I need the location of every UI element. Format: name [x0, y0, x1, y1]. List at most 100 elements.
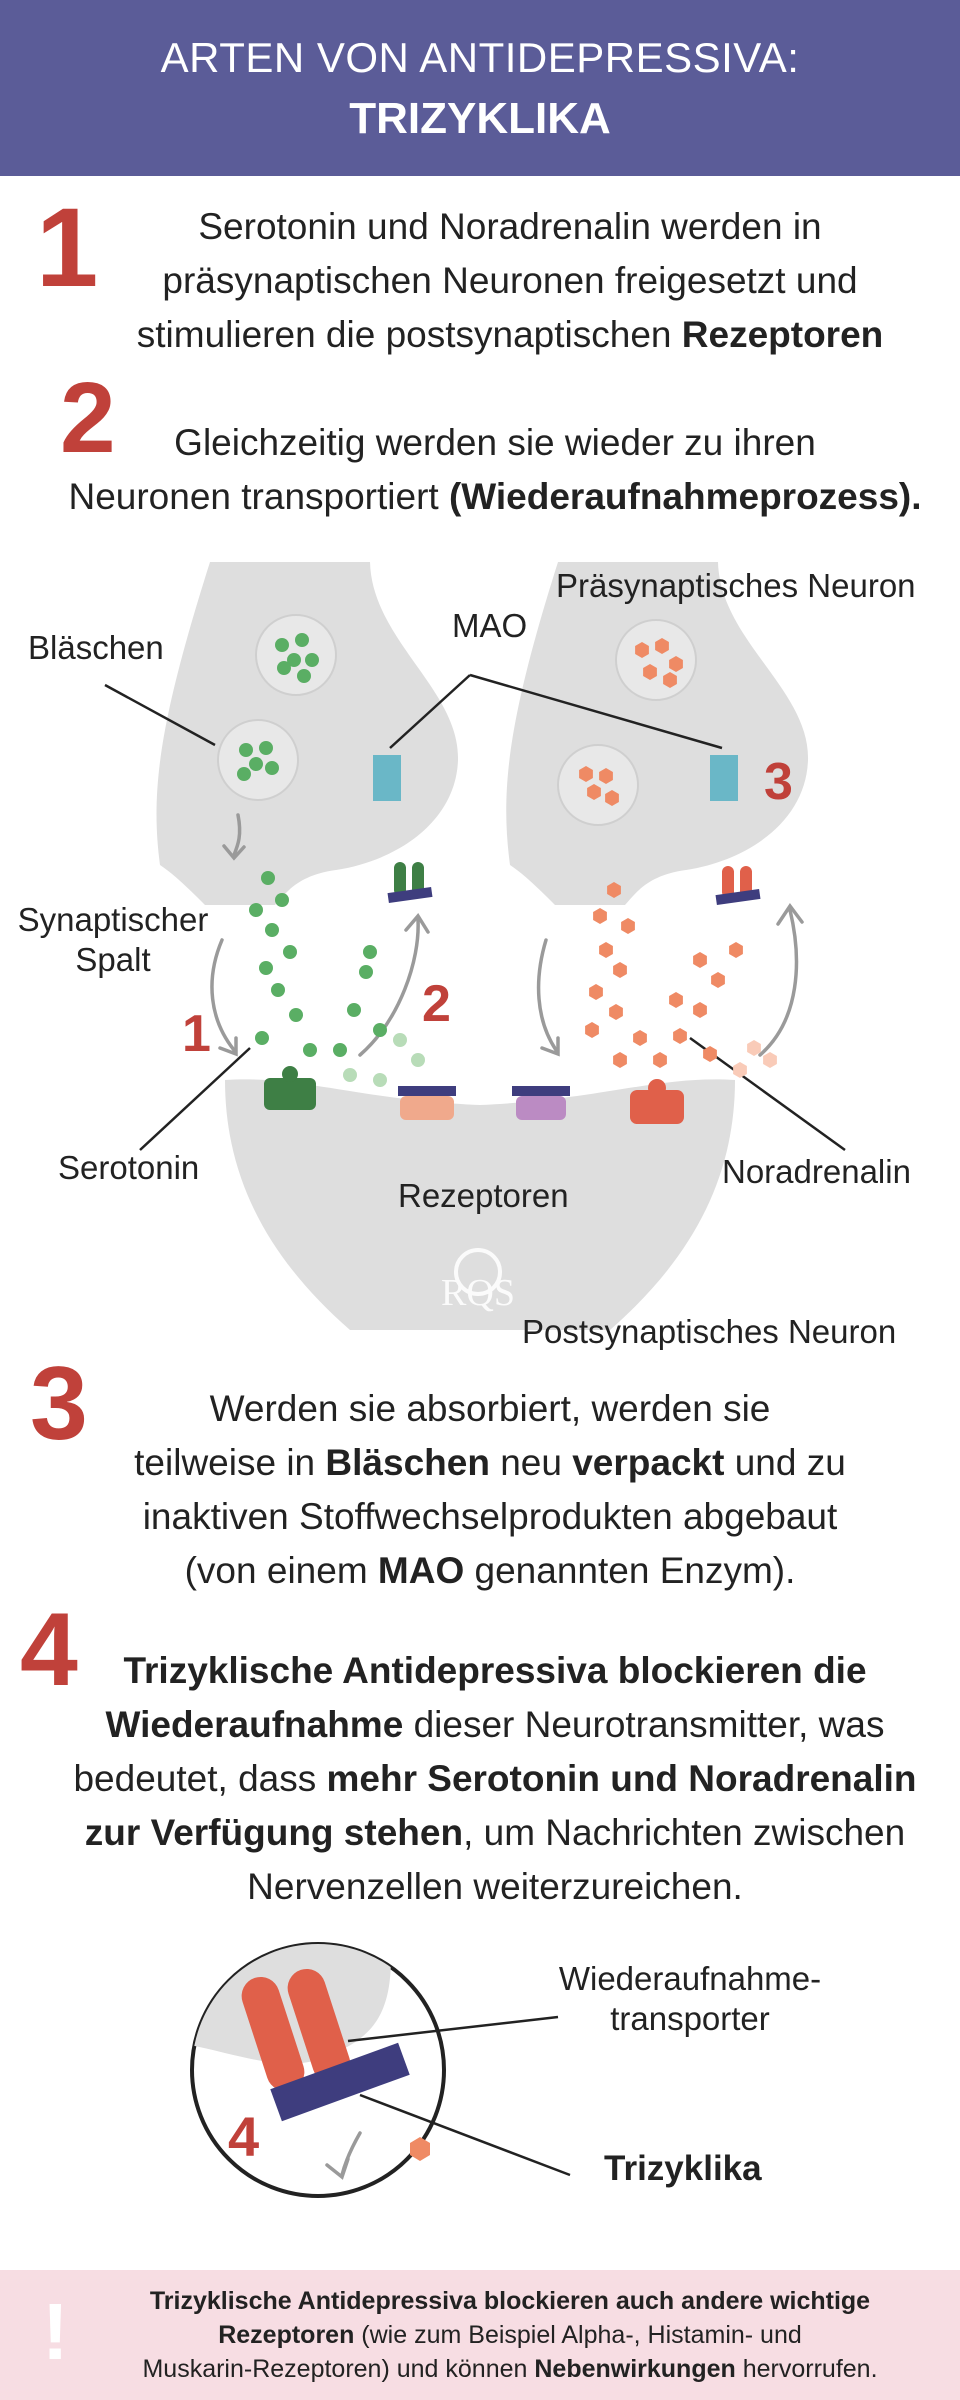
noradrenalin-molecule — [621, 918, 635, 934]
noradrenalin-molecule — [587, 784, 601, 800]
text-run: genannten Enzym). — [464, 1550, 796, 1591]
text-run: , um Nachrichten zwischen — [463, 1812, 906, 1853]
diffusion-arrow-right — [536, 938, 558, 1052]
noradrenalin-molecule — [703, 1046, 717, 1062]
serotonin-molecule — [255, 1031, 269, 1045]
noradrenalin-molecule — [733, 1062, 747, 1078]
noradrenalin-molecules — [579, 638, 777, 1078]
noradrenalin-molecule — [589, 984, 603, 1000]
noradrenalin-molecule — [609, 1004, 623, 1020]
noradrenalin-receptor — [630, 1090, 684, 1124]
bold-text-run: Nebenwirkungen — [534, 2355, 736, 2383]
serotonin-molecule — [271, 983, 285, 997]
zoom-marker-4: 4 — [228, 2105, 260, 2168]
text-run: und zu — [724, 1442, 846, 1483]
serotonin-molecule — [347, 1003, 361, 1017]
header-title-line2: TRIZYKLIKA — [349, 94, 611, 143]
bold-text-run: Wiederaufnahme — [105, 1704, 404, 1745]
text-run: Serotonin und Noradrenalin werden in — [198, 206, 822, 247]
presynaptic-neuron-right — [506, 562, 809, 905]
vesicle-label: Bläschen — [28, 629, 164, 666]
serotonin-molecule — [249, 757, 263, 771]
serotonin-molecule — [239, 743, 253, 757]
release-arrow-left-head — [222, 844, 246, 861]
tricyclic-zoom-illustration: Wiederaufnahme- transporter Trizyklika 4 — [0, 1895, 960, 2215]
diagram-marker-3: 3 — [764, 753, 793, 811]
synapse-illustration: RQS — [104, 562, 846, 1330]
rqs-logo: RQS — [441, 1248, 515, 1314]
text-run: Muskarin-Rezeptoren) und können — [142, 2355, 535, 2383]
transporter-leader-line — [347, 2015, 559, 2043]
reuptake-arrow-right-head — [776, 902, 804, 926]
zoom-svg — [190, 1942, 571, 2198]
serotonin-molecule — [283, 945, 297, 959]
bold-text-run: Rezeptoren — [681, 314, 884, 355]
noradrenalin-molecule — [653, 1052, 667, 1068]
rqs-logo-text: RQS — [441, 1272, 515, 1314]
diffusion-arrow-left — [210, 938, 236, 1052]
diagram-marker-1: 1 — [182, 1005, 211, 1063]
noradrenalin-molecule — [693, 952, 707, 968]
serotonin-molecule — [295, 633, 309, 647]
transporter-label-line2: transporter — [610, 2000, 770, 2037]
noradrenalin-molecule — [763, 1052, 777, 1068]
diffusion-arrow-right-head — [540, 1036, 560, 1057]
serotonin-molecule — [287, 653, 301, 667]
noradrenalin-molecule — [633, 1030, 647, 1046]
serotonin-molecule — [289, 1008, 303, 1022]
cleft-label: Synaptischer Spalt — [8, 900, 218, 980]
cleft-label-line2: Spalt — [75, 941, 151, 978]
serotonin-molecule — [333, 1043, 347, 1057]
bold-text-run: Trizyklische Antidepressiva blockieren a… — [149, 2287, 871, 2315]
bold-text-run: Trizyklische Antidepressiva blockieren d… — [123, 1650, 867, 1691]
noradrenalin-molecule — [643, 664, 657, 680]
warning-icon: ! — [42, 2287, 69, 2376]
text-run: dieser Neurotransmitter, was — [403, 1704, 885, 1745]
noradrenalin-molecule — [669, 656, 683, 672]
mao-leader-line-left — [389, 674, 471, 749]
receptor-blue-left — [398, 1086, 456, 1096]
serotonin-molecule — [363, 945, 377, 959]
noradrenalin-molecule — [635, 642, 649, 658]
noradrenalin-molecule-zoom — [410, 2137, 430, 2161]
cleft-label-line1: Synaptischer — [17, 901, 209, 938]
step-4-text: Trizyklische Antidepressiva blockieren d… — [40, 1644, 950, 1914]
release-arrow-left — [232, 813, 242, 857]
serotonin-molecule — [275, 893, 289, 907]
noradrenalin-molecule — [605, 790, 619, 806]
footer-text: Trizyklische Antidepressiva blockieren a… — [100, 2284, 920, 2386]
noradrenalin-molecule — [663, 672, 677, 688]
mao-enzyme-right — [710, 755, 738, 801]
serotonin-molecule — [259, 741, 273, 755]
tricyclic-blocker — [270, 2042, 410, 2122]
serotonin-molecule — [305, 653, 319, 667]
synapse-diagram: RQS Präsynaptisches Neuron MAO Bläschen … — [0, 560, 960, 1370]
noradrenalin-molecule — [599, 942, 613, 958]
text-run: Gleichzeitig werden sie wieder zu ihren — [174, 422, 816, 463]
serotonin-molecule — [277, 661, 291, 675]
noradrenalin-molecule — [673, 1028, 687, 1044]
text-run: hervorrufen. — [735, 2355, 878, 2383]
noradrenalin-reuptake-transporter — [715, 866, 761, 906]
reuptake-transporter-zoom — [241, 1968, 351, 2092]
transporter-label-line1: Wiederaufnahme- — [558, 1960, 822, 1997]
presynaptic-label: Präsynaptisches Neuron — [556, 567, 916, 604]
text-run: bedeutet, dass — [73, 1758, 327, 1799]
serotonin-molecule — [373, 1073, 387, 1087]
serotonin-molecule — [343, 1068, 357, 1082]
reuptake-arrow-left — [358, 918, 420, 1057]
vesicle-right-bottom — [557, 744, 639, 826]
serotonin-leader-line — [139, 1047, 251, 1151]
serotonin-molecule — [373, 1023, 387, 1037]
text-run: Nervenzellen weiterzureichen. — [247, 1866, 743, 1907]
noradrenalin-molecule — [613, 962, 627, 978]
bold-text-run: verpackt — [572, 1442, 725, 1483]
mao-enzyme-left — [373, 755, 401, 801]
reuptake-arrow-right — [758, 908, 799, 1057]
presynaptic-neuron-left — [156, 562, 459, 905]
serotonin-molecule — [265, 923, 279, 937]
diffusion-arrow-left-head — [218, 1036, 238, 1057]
step-4-number: 4 — [20, 1592, 78, 1708]
tricyclic-label: Trizyklika — [604, 2149, 762, 2188]
vesicle-leader-line — [104, 683, 216, 747]
